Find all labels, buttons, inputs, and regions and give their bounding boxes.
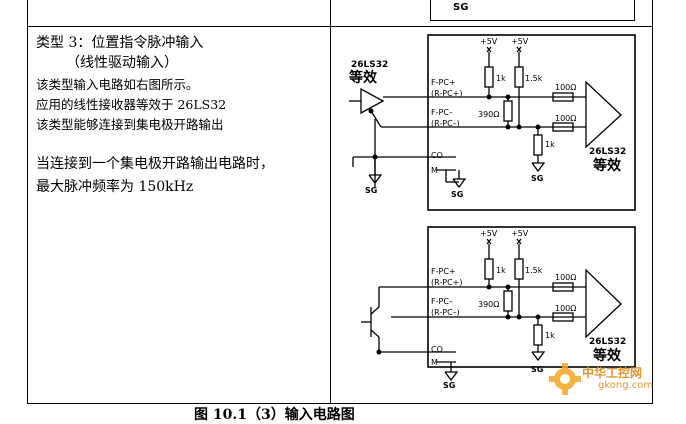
note-line-2: 最大脉冲频率为 150kHz [36, 179, 194, 195]
rpc-minus-label: (R-PC–) [431, 308, 460, 317]
co-label: CO [431, 151, 443, 160]
prev-sg-label: SG [453, 2, 469, 13]
rpc-plus-label: (R-PC+) [431, 89, 462, 98]
sg-mid-label: SG [451, 190, 463, 199]
out-chip-label: 26LS32 [589, 337, 626, 347]
figure-caption: 图 10.1（3）输入电路图 [194, 407, 355, 423]
out-chip-equiv: 等效 [593, 347, 622, 364]
vcc-label-1: +5V [480, 229, 498, 238]
res-100-a-label: 100Ω [555, 273, 576, 282]
desc-line-3: 该类型能够连接到集电极开路输出 [36, 117, 224, 132]
sg-left-label: SG [365, 186, 377, 195]
desc-line-2: 应用的线性接收器等效于 26LS32 [36, 97, 227, 112]
watermark-url-text: gkong.com [598, 380, 654, 391]
chip-equiv-label: 等效 [349, 69, 378, 86]
watermark: 中华工控网 gkong.com [548, 360, 678, 404]
res-100-b-label: 100Ω [555, 114, 576, 123]
desc-line-1: 该类型输入电路如右图所示。 [36, 77, 199, 92]
table-row-divider [27, 26, 653, 27]
fpc-minus-label: F-PC– [431, 108, 453, 117]
watermark-cn-text: 中华工控网 [582, 366, 643, 380]
fpc-minus-label: F-PC– [431, 297, 453, 306]
res-100-a-label: 100Ω [555, 83, 576, 92]
prev-diagram-left-edge [430, 0, 431, 20]
out-chip-equiv: 等效 [593, 157, 622, 174]
res-1k-a-label: 1k [496, 74, 506, 83]
circuit-diagram-line-driver: 26LS32 等效 +5V +5V F-PC+ (R-PC+) F-PC– (R… [349, 34, 636, 211]
res-390-label: 390Ω [478, 300, 499, 309]
res-1k-a-label: 1k [496, 266, 506, 275]
prev-diagram-bottom-edge [430, 20, 635, 21]
table-right-border [652, 0, 653, 404]
vcc-label-2: +5V [511, 37, 529, 46]
res-1-5k-label: 1.5k [525, 74, 543, 83]
rpc-minus-label: (R-PC–) [431, 119, 460, 128]
out-chip-label: 26LS32 [589, 147, 626, 157]
res-390-label: 390Ω [478, 110, 499, 119]
circuit-diagram-open-collector: +5V +5V F-PC+ (R-PC+) F-PC– (R-PC–) 1k 1… [361, 226, 636, 390]
type3-heading: 类型 3：位置指令脉冲输入 [36, 35, 204, 51]
sg-left-label: SG [443, 381, 455, 390]
m-label: M [431, 358, 438, 367]
fpc-plus-label: F-PC+ [431, 78, 456, 87]
fpc-plus-label: F-PC+ [431, 267, 456, 276]
m-label: M [431, 166, 438, 175]
table-bottom-border [27, 403, 653, 404]
type3-subheading: （线性驱动输入） [66, 55, 178, 71]
sg-right-label: SG [531, 174, 543, 183]
vcc-label-1: +5V [480, 37, 498, 46]
table-left-border [27, 0, 28, 404]
co-label: CO [431, 345, 443, 354]
res-1k-b-label: 1k [545, 331, 555, 340]
vcc-label-2: +5V [511, 229, 529, 238]
res-1-5k-label: 1.5k [525, 266, 543, 275]
chip-label: 26LS32 [351, 60, 388, 70]
prev-diagram-right-edge [634, 0, 635, 20]
table-mid-divider [330, 0, 331, 404]
gear-icon [549, 363, 581, 395]
res-100-b-label: 100Ω [555, 304, 576, 313]
res-1k-b-label: 1k [545, 140, 555, 149]
sg-right-label: SG [531, 365, 543, 374]
note-line-1: 当连接到一个集电极开路输出电路时， [36, 156, 274, 172]
rpc-plus-label: (R-PC+) [431, 278, 462, 287]
